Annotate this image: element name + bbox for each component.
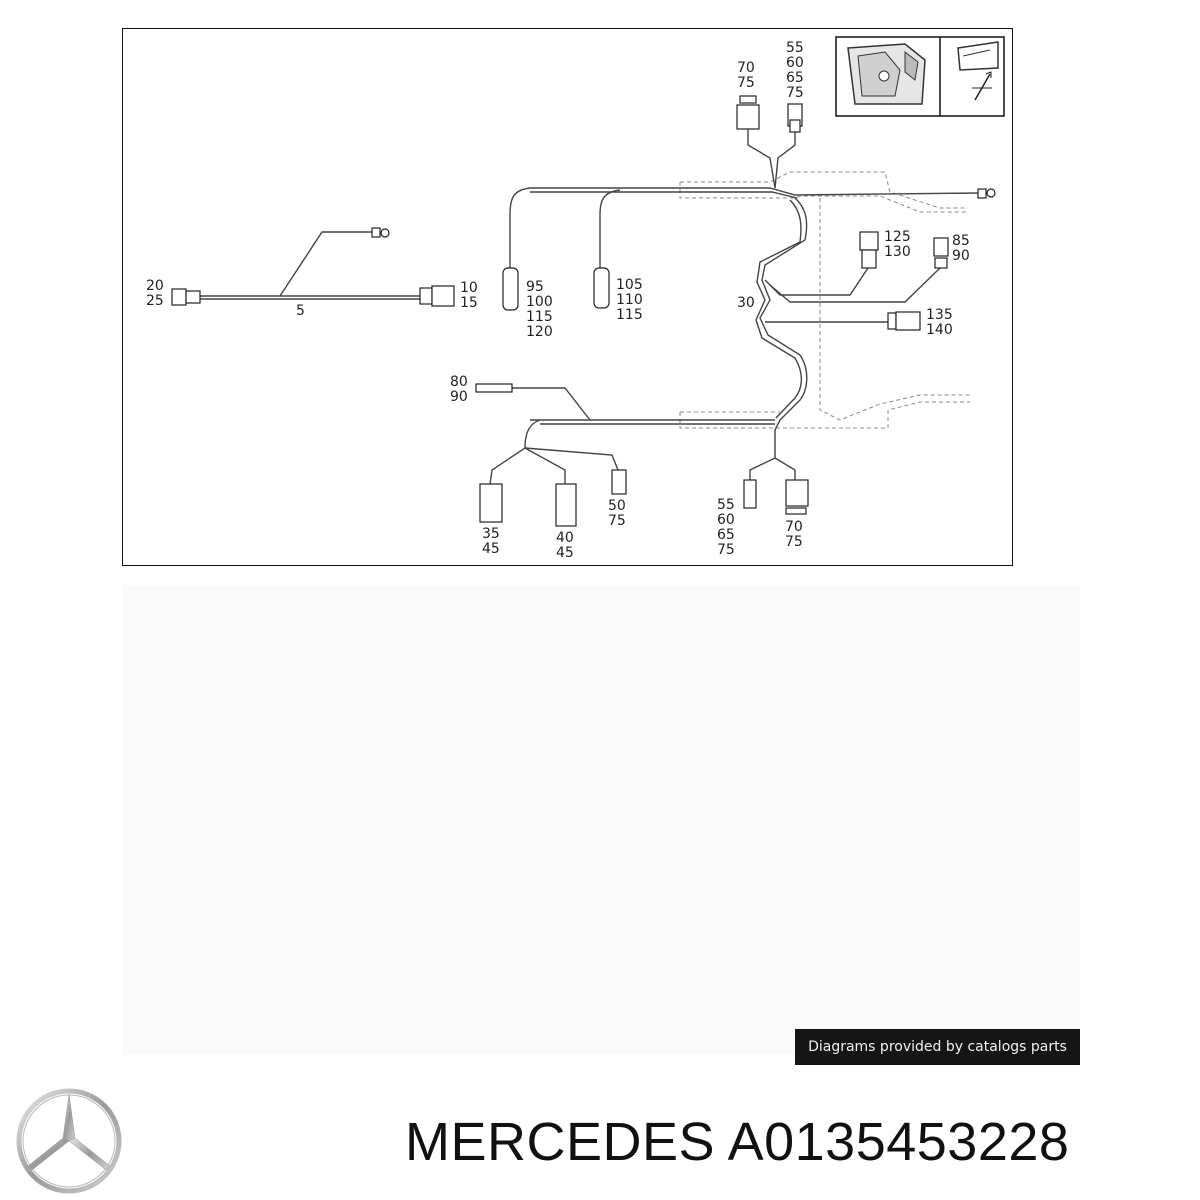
connector-95 bbox=[502, 267, 519, 311]
callout-75-b: 75 bbox=[608, 513, 626, 529]
callout-65-bottom: 65 bbox=[717, 527, 735, 543]
callout-100: 100 bbox=[526, 294, 553, 310]
callout-25: 25 bbox=[146, 293, 164, 309]
callout-95: 95 bbox=[526, 279, 544, 295]
callout-75-top-b: 75 bbox=[786, 85, 804, 101]
connector-85 bbox=[933, 237, 949, 257]
connector-105 bbox=[593, 267, 610, 309]
callout-105: 105 bbox=[616, 277, 643, 293]
callout-80: 80 bbox=[450, 374, 468, 390]
connector-135 bbox=[887, 312, 897, 330]
diagram-backdrop bbox=[123, 585, 1080, 1055]
connector-70-bottom bbox=[785, 479, 809, 507]
callout-labels: 20 25 5 10 15 95 100 115 120 105 110 115… bbox=[146, 40, 970, 561]
callout-110: 110 bbox=[616, 292, 643, 308]
callout-40: 40 bbox=[556, 530, 574, 546]
callout-55-top: 55 bbox=[786, 40, 804, 56]
callout-20: 20 bbox=[146, 278, 164, 294]
callout-120: 120 bbox=[526, 324, 553, 340]
connector-80 bbox=[475, 383, 513, 393]
connector-40 bbox=[555, 483, 577, 527]
callout-130: 130 bbox=[884, 244, 911, 260]
connector-70-top bbox=[736, 104, 760, 130]
ring-terminal-left bbox=[371, 227, 381, 238]
callout-70-bottom: 70 bbox=[785, 519, 803, 535]
callout-75-bottom: 75 bbox=[717, 542, 735, 558]
callout-125: 125 bbox=[884, 229, 911, 245]
harness-wires bbox=[200, 128, 981, 485]
ring-terminal-right bbox=[977, 188, 987, 199]
callout-85: 85 bbox=[952, 233, 970, 249]
callout-115a: 115 bbox=[526, 309, 553, 325]
callout-65-top: 65 bbox=[786, 70, 804, 86]
mercedes-star-logo-icon bbox=[16, 1088, 122, 1194]
connector-10 bbox=[419, 287, 433, 305]
connector-125 bbox=[859, 231, 879, 251]
callout-5: 5 bbox=[296, 303, 305, 319]
seat-outline bbox=[679, 171, 970, 429]
credit-banner: Diagrams provided by catalogs parts bbox=[795, 1029, 1080, 1065]
callout-135: 135 bbox=[926, 307, 953, 323]
callout-75-top: 75 bbox=[737, 75, 755, 91]
brand-name: MERCEDES bbox=[405, 1112, 716, 1172]
callout-70-top: 70 bbox=[737, 60, 755, 76]
callout-30: 30 bbox=[737, 295, 755, 311]
part-title: MERCEDES A0135453228 bbox=[405, 1106, 1195, 1178]
connector-50 bbox=[611, 469, 627, 495]
callout-50: 50 bbox=[608, 498, 626, 514]
callout-90-right: 90 bbox=[952, 248, 970, 264]
callout-60-bottom: 60 bbox=[717, 512, 735, 528]
callout-45a: 45 bbox=[482, 541, 500, 557]
callout-115b: 115 bbox=[616, 307, 643, 323]
connector-20 bbox=[171, 288, 187, 306]
callout-45b: 45 bbox=[556, 545, 574, 561]
credit-text: Diagrams provided by catalogs parts bbox=[808, 1039, 1067, 1055]
callout-35: 35 bbox=[482, 526, 500, 542]
callout-55-bottom: 55 bbox=[717, 497, 735, 513]
connector-55-bottom bbox=[743, 479, 757, 509]
wiring-diagram bbox=[122, 28, 1013, 566]
connectors bbox=[171, 95, 996, 527]
callout-90-left: 90 bbox=[450, 389, 468, 405]
callout-140: 140 bbox=[926, 322, 953, 338]
callout-75-bottom-b: 75 bbox=[785, 534, 803, 550]
callout-10: 10 bbox=[460, 280, 478, 296]
connector-35 bbox=[479, 483, 503, 523]
wiring-diagram-drawing: 20 25 5 10 15 95 100 115 120 105 110 115… bbox=[146, 36, 1005, 561]
inset-thumbnail bbox=[835, 36, 1005, 117]
callout-15: 15 bbox=[460, 295, 478, 311]
part-number: A0135453228 bbox=[727, 1112, 1070, 1172]
callout-60-top: 60 bbox=[786, 55, 804, 71]
